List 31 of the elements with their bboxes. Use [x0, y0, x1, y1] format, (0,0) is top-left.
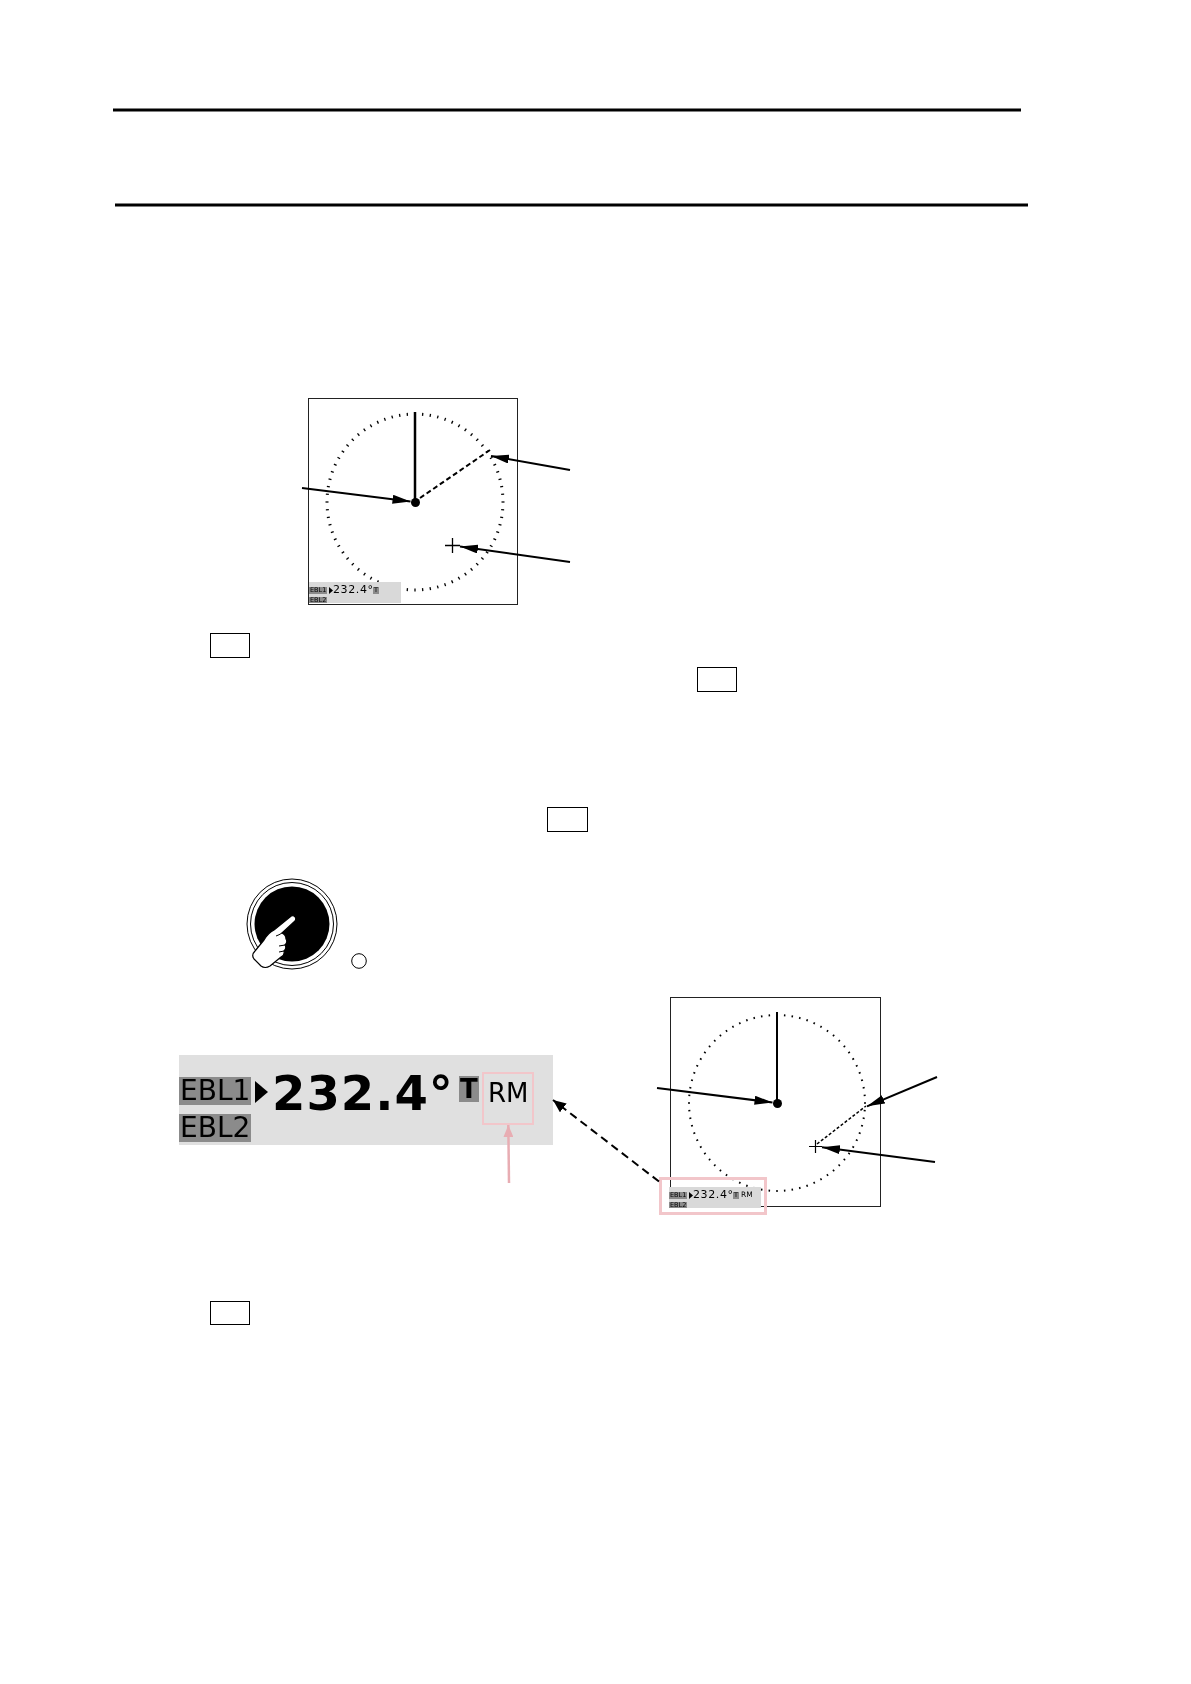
radar-screen [308, 398, 518, 605]
key-box [210, 1301, 250, 1325]
bearing-value: 232.4° [333, 584, 374, 595]
leader-arrow [866, 1076, 938, 1108]
readout-panel [309, 582, 401, 603]
pointer-arrow [503, 1125, 514, 1183]
leader-arrow [656, 1087, 774, 1105]
highlight-frame [659, 1177, 767, 1215]
bearing-value: 232.4° [693, 1189, 734, 1200]
leader-arrow [490, 454, 571, 471]
dashed-bearing-line [816, 1105, 867, 1145]
dashed-bearing-line [419, 449, 491, 499]
dashed-arrow [552, 1099, 660, 1183]
key-box [210, 633, 250, 658]
leader-arrow [301, 487, 412, 504]
line-label: EBL2 [179, 1114, 252, 1142]
mode-label: RM [488, 1080, 529, 1106]
readout-panel [179, 1055, 553, 1145]
reference-tag: T [459, 1076, 479, 1102]
line-label: EBL1 [179, 1077, 252, 1105]
center-dot [772, 1098, 782, 1108]
cursor-cross [445, 538, 460, 553]
leader-arrow [821, 1145, 936, 1163]
key-box [697, 667, 737, 692]
readout-panel [669, 1187, 761, 1208]
bearing-value: 232.4° [272, 1069, 454, 1117]
key-box [547, 807, 588, 832]
leader-arrow [459, 544, 571, 563]
cursor-cross [809, 1140, 822, 1153]
highlight-frame [482, 1072, 534, 1125]
center-dot [410, 497, 420, 507]
